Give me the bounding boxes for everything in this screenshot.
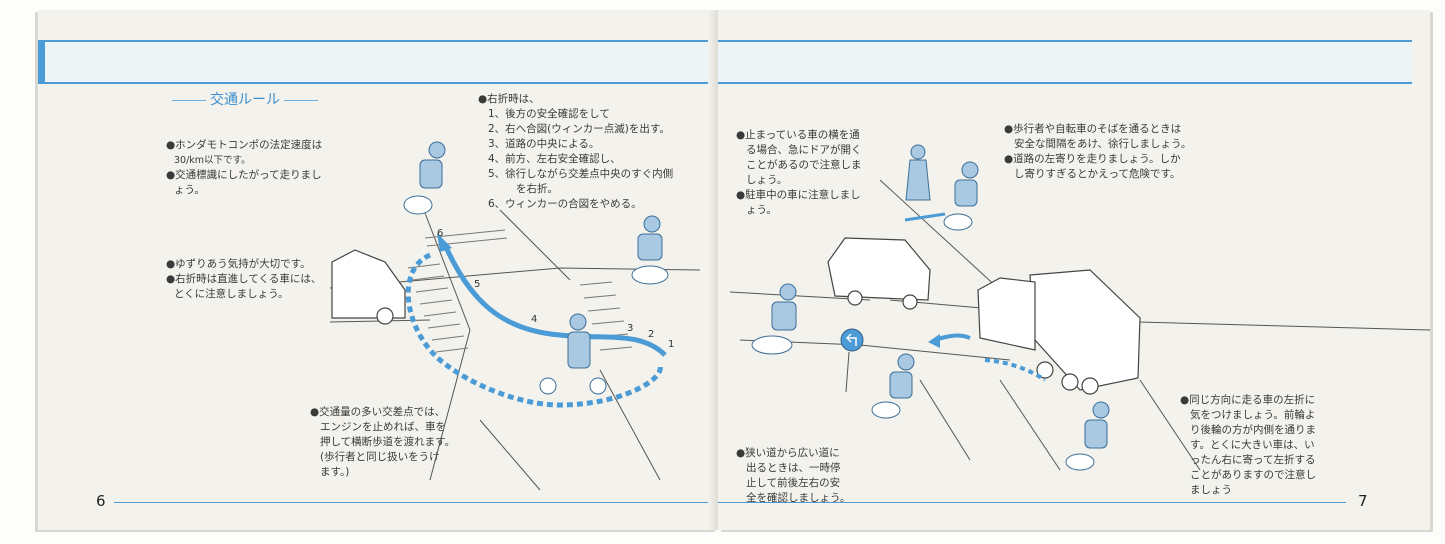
path-label: 4 <box>531 314 537 325</box>
rider-right-center <box>751 283 797 355</box>
text-line: しょう。 <box>746 174 788 186</box>
truck-illustration <box>977 269 1141 395</box>
text-line: エンジンを止めれば、車を <box>320 421 446 433</box>
path-label: 3 <box>627 323 633 334</box>
text-line: ●止まっている車の横を通 <box>736 129 860 141</box>
text-line: ●ホンダモトコンポの法定速度は <box>166 139 323 151</box>
rider-top-left <box>403 141 446 215</box>
right-turn-path-arrow <box>442 243 667 357</box>
parked-car-text: ●止まっている車の横を通 る場合、急にドアが開く ことがあるので注意しま しょう… <box>736 128 862 218</box>
text-line: ことがありますので注意し <box>1190 469 1316 481</box>
road-edge <box>919 379 971 461</box>
header-tab-marker <box>38 40 45 84</box>
page-number: 6 <box>96 492 106 510</box>
text-line: 2、右へ合図(ウィンカー点滅)を出す。 <box>488 123 670 135</box>
text-line: ます。) <box>320 466 350 478</box>
text-line: ●同じ方向に走る車の左折に <box>1180 394 1316 406</box>
path-label: 1 <box>668 339 674 350</box>
text-line: 6、ウィンカーの合図をやめる。 <box>488 198 642 210</box>
rider-pushing-bike <box>539 313 607 395</box>
text-line: を右折。 <box>516 183 558 195</box>
footer-rule <box>718 502 1346 503</box>
parked-car-illustration <box>331 249 406 325</box>
rider-near-pedestrian <box>943 161 979 231</box>
rider-center <box>631 215 669 285</box>
road-edge <box>999 379 1061 471</box>
truck-turn-arrow <box>934 333 971 342</box>
text-line: ましょう <box>1190 484 1232 496</box>
text-line: ●交通量の多い交差点では、 <box>310 406 446 418</box>
path-label: 6 <box>437 228 443 239</box>
path-label: 5 <box>474 279 480 290</box>
right-page: 7 ●止まっている車の横を通 る場合、急にドアが開く ことがあるので注意しま し… <box>718 10 1430 530</box>
arrowhead <box>437 233 452 252</box>
text-line: り後輪の方が内側を通りま <box>1190 424 1316 436</box>
text-line: ●道路の左寄りを走りましょう。しか <box>1004 153 1181 165</box>
safe-distance-arrow <box>904 212 946 222</box>
footer-rule <box>114 502 712 503</box>
text-line: 安全な間隔をあけ、徐行しましょう。 <box>1014 138 1192 150</box>
text-line: (歩行者と同じ扱いをうけ <box>320 451 440 463</box>
text-line: とくに注意しましょう。 <box>174 288 289 300</box>
text-line: る場合、急にドアが開く <box>746 144 862 156</box>
text-line: ことがあるので注意しま <box>746 159 862 171</box>
road-edge <box>729 291 871 301</box>
left-page: 6 交通ルール ●ホンダモトコンポの法定速度は 30/km以下です。 ●交通標識… <box>38 10 718 530</box>
road-edge <box>889 299 1431 331</box>
text-line: 4、前方、左右安全確認し、 <box>488 153 621 165</box>
road-edge <box>1139 379 1201 471</box>
section-title: 交通ルール <box>168 89 322 109</box>
rider-figures <box>403 141 1110 471</box>
text-line: 3、道路の中央による。 <box>488 138 600 150</box>
road-edge <box>479 419 541 491</box>
speed-rule-text: ●ホンダモトコンポの法定速度は 30/km以下です。 ●交通標識にしたがって走り… <box>166 138 322 198</box>
text-line: ょう。 <box>174 184 205 196</box>
road-sign-keep-left <box>840 328 864 393</box>
road-edge <box>499 209 571 281</box>
page-number: 7 <box>1358 492 1368 510</box>
text-line: 出るときは、一時停 <box>746 462 841 474</box>
text-line: ●交通標識にしたがって走りまし <box>166 169 322 181</box>
text-line: 押して横断歩道を渡れます。 <box>320 436 456 448</box>
text-line: 1、後方の安全確認をして <box>488 108 610 120</box>
text-line: 5、徐行しながら交差点中央のすぐ内側 <box>488 168 674 180</box>
pedestrian-text: ●歩行者や自転車のそばを通るときは 安全な間隔をあけ、徐行しましょう。 ●道路の… <box>1004 122 1191 182</box>
arrowhead <box>928 334 940 348</box>
text-line: 全を確認しましょう。 <box>746 492 851 504</box>
right-turn-steps-text: ●右折時は、 1、後方の安全確認をして 2、右へ合図(ウィンカー点滅)を出す。 … <box>478 92 673 212</box>
text-line: ったん右に寄って左折する <box>1190 454 1316 466</box>
text-line: ●右折時は、 <box>478 93 540 105</box>
yield-rule-text: ●ゆずりあう気持が大切です。 ●右折時は直進してくる車には、 とくに注意しましょ… <box>166 257 321 302</box>
header-band <box>718 40 1412 84</box>
narrow-road-text: ●狭い道から広い道に 出るときは、一時停 止して前後左右の安 全を確認しましょう… <box>736 446 850 506</box>
van-illustration <box>827 237 931 310</box>
truck-rear-wheel-path <box>984 358 1047 382</box>
road-edge <box>879 179 1001 291</box>
text-line: ●ゆずりあう気持が大切です。 <box>166 258 311 270</box>
crosswalk <box>407 263 469 353</box>
heavy-traffic-text: ●交通量の多い交差点では、 エンジンを止めれば、車を 押して横断歩道を渡れます。… <box>310 405 455 480</box>
text-line: 30/km以下です。 <box>174 155 251 166</box>
pedestrian-figure <box>905 144 931 201</box>
text-line: 気をつけましょう。前輪よ <box>1190 409 1316 421</box>
rider-bottom-center <box>871 353 915 419</box>
text-line: 止して前後左右の安 <box>746 477 841 489</box>
text-line: ●歩行者や自転車のそばを通るときは <box>1004 123 1182 135</box>
text-line: ●駐車中の車に注意しまし <box>736 189 861 201</box>
text-line: ょう。 <box>746 204 777 216</box>
text-line: す。とくに大きい車は、い <box>1190 439 1315 451</box>
text-line: し寄りすぎるとかえって危険です。 <box>1014 168 1181 180</box>
left-turn-text: ●同じ方向に走る車の左折に 気をつけましょう。前輪よ り後輪の方が内側を通りま … <box>1180 393 1316 498</box>
rider-bottom-right <box>1065 401 1110 471</box>
path-label: 2 <box>648 329 654 340</box>
road-edge <box>419 199 471 481</box>
road-edge <box>599 369 661 481</box>
alternate-path-dashed <box>405 252 663 408</box>
header-band <box>38 40 718 84</box>
text-line: ●狭い道から広い道に <box>736 447 840 459</box>
crosswalk <box>579 281 633 351</box>
text-line: ●右折時は直進してくる車には、 <box>166 273 322 285</box>
